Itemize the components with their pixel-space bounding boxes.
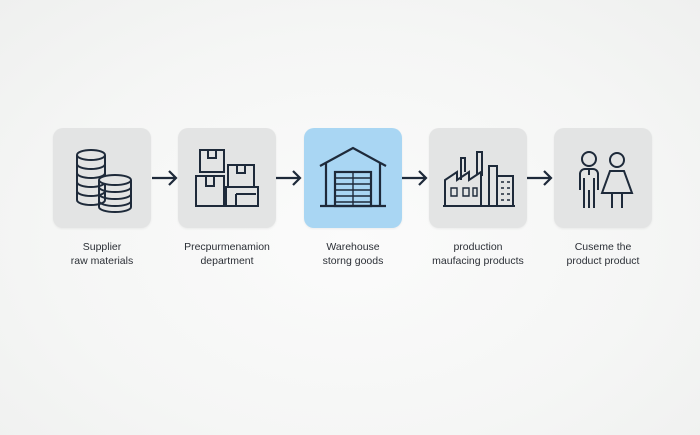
step-tile-supplier [53,128,151,228]
flow-arrow [150,168,180,188]
step-tile-customer [554,128,652,228]
boxes-icon [195,149,259,207]
flow-arrow [400,168,430,188]
factory-icon [443,151,515,207]
people-icon [579,151,634,208]
step-tile-production [429,128,527,228]
flow-arrow [274,168,304,188]
warehouse-icon [319,146,387,208]
coins-stack-icon [76,149,132,213]
step-tile-procurement [178,128,276,228]
flow-arrow [525,168,555,188]
step-tile-warehouse [304,128,402,228]
